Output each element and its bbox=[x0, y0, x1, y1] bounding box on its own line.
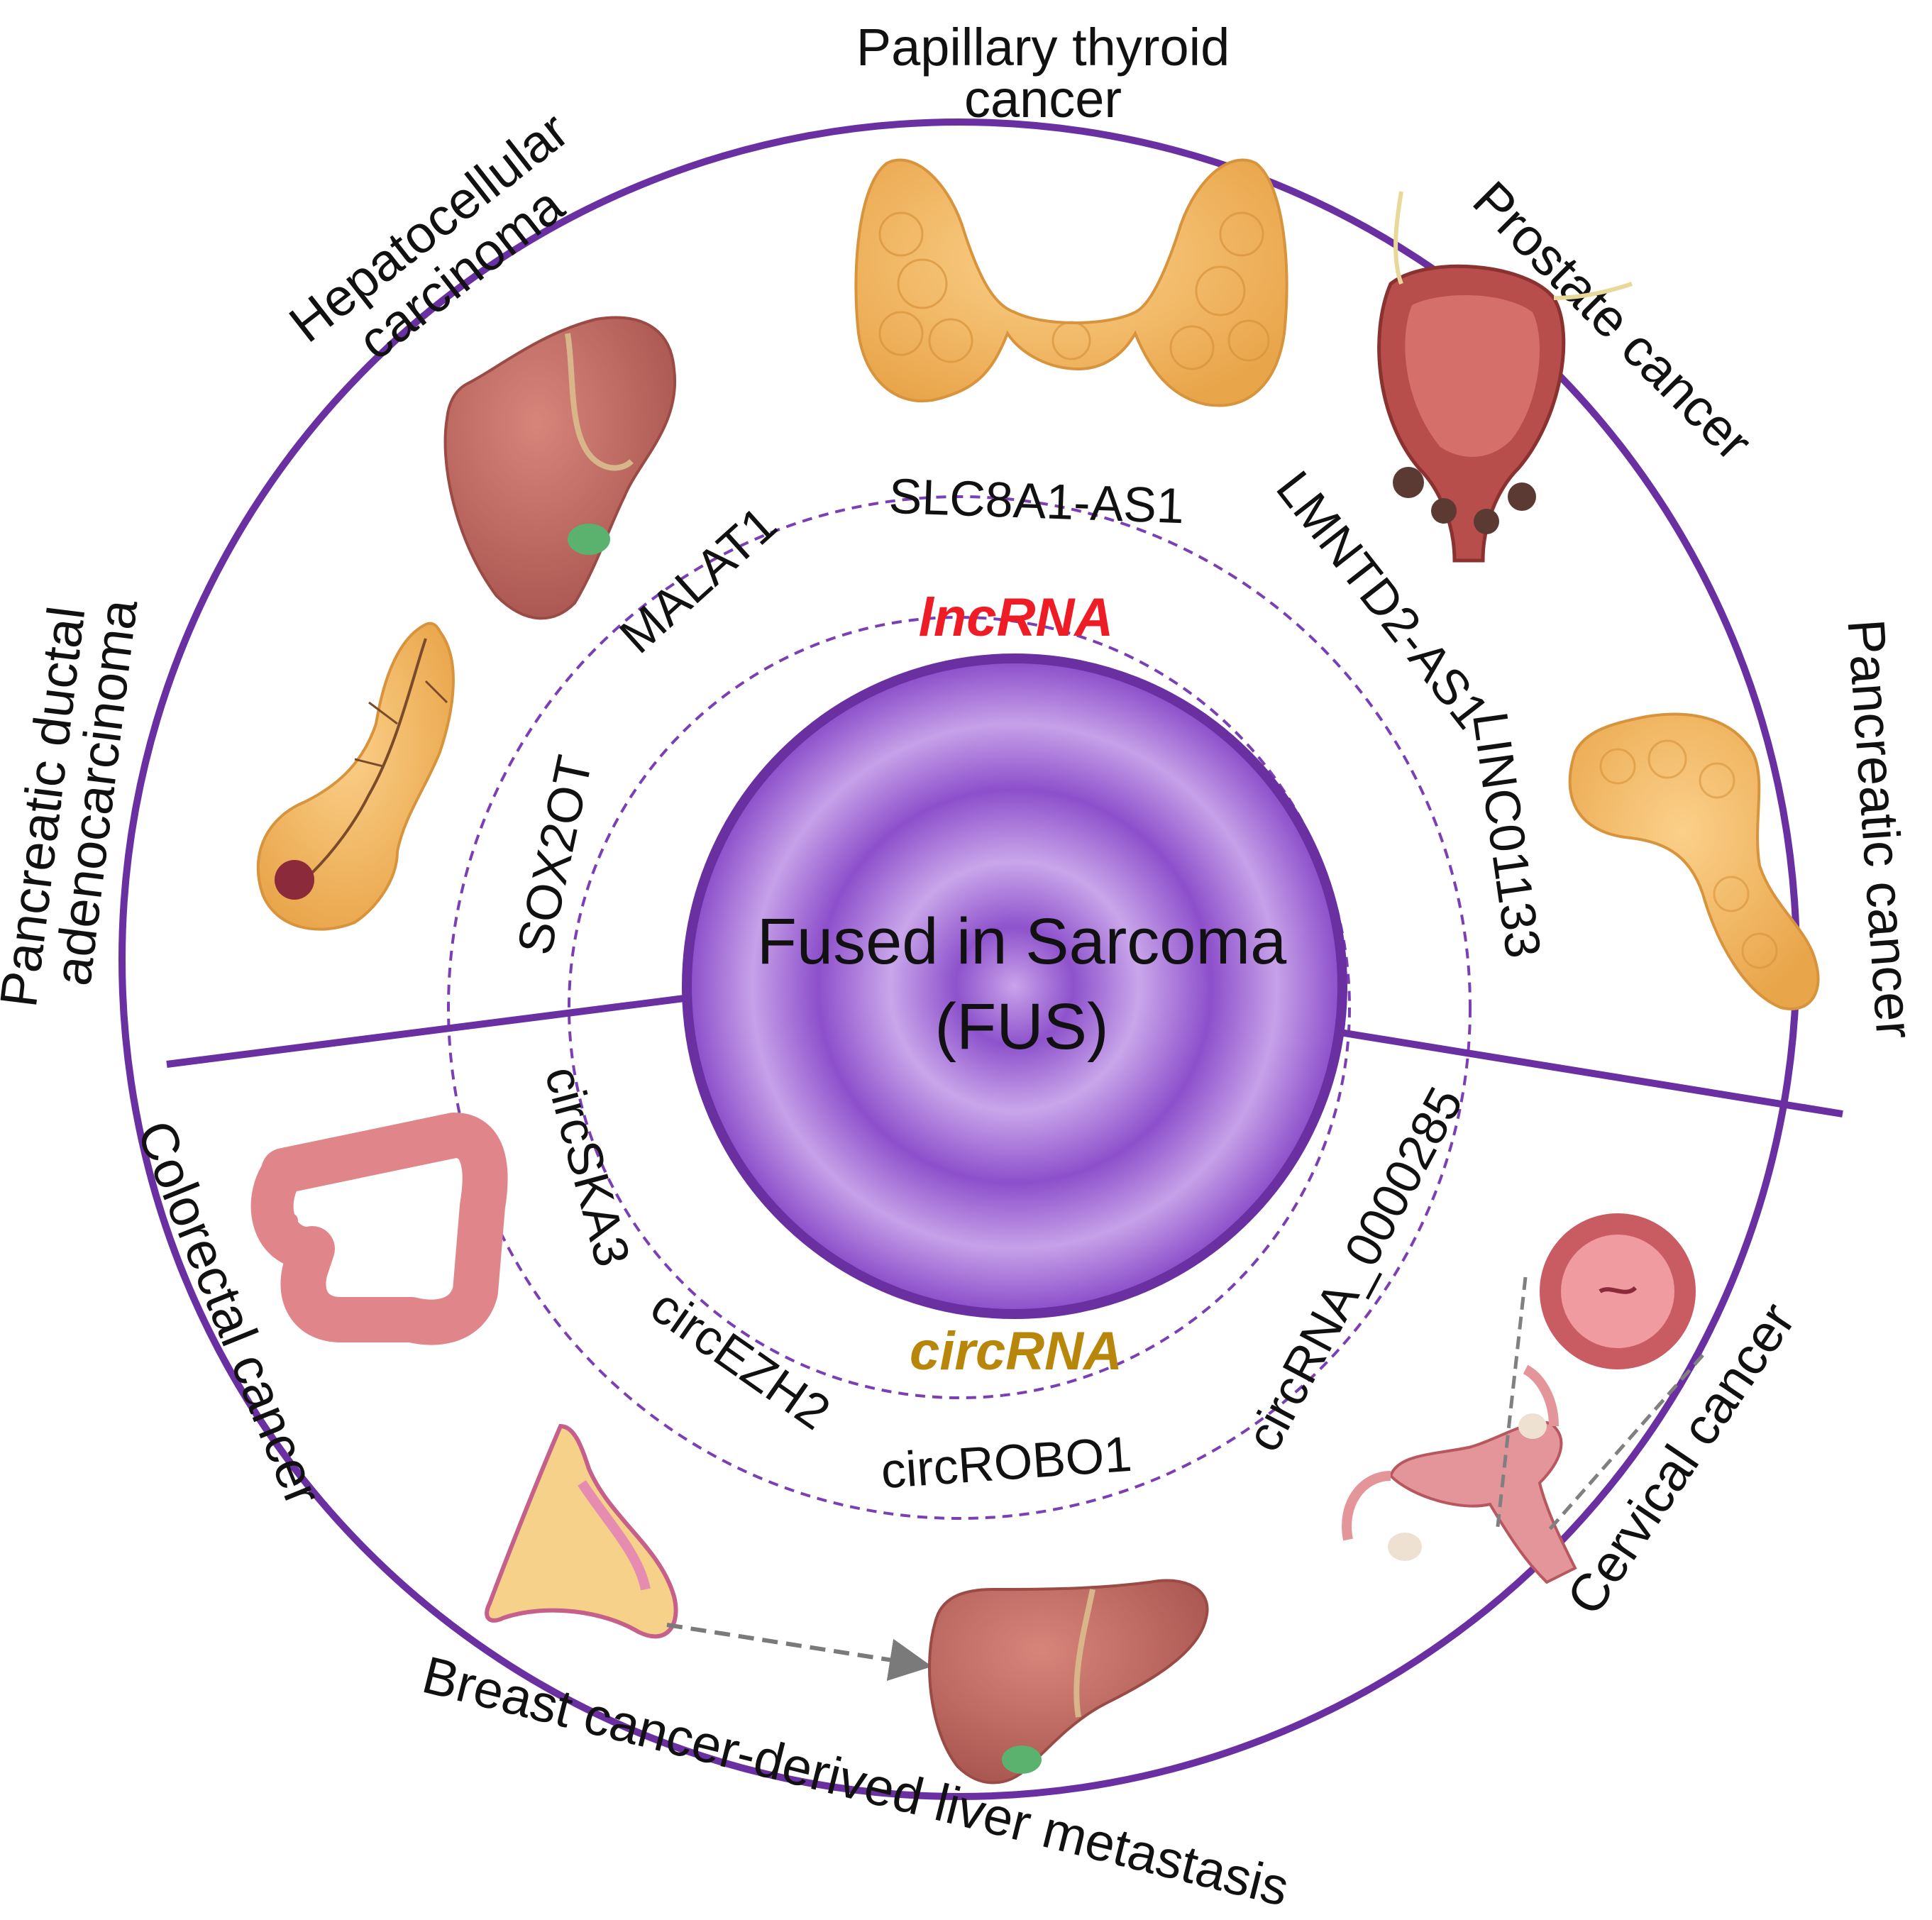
cancer-thyroid-line2: cancer bbox=[964, 70, 1122, 128]
outer-dashed-ring bbox=[447, 495, 1472, 1520]
breast-icon bbox=[485, 1423, 678, 1639]
cervix-icon bbox=[1495, 1213, 1704, 1534]
divider-right bbox=[1326, 1027, 1843, 1118]
colon-icon bbox=[250, 1113, 508, 1345]
category-circrna: circRNA bbox=[910, 1321, 1122, 1381]
rna-circrobo1: circROBO1 bbox=[879, 1426, 1134, 1499]
center-circle bbox=[682, 653, 1347, 1319]
inner-dashed-ring bbox=[568, 616, 1351, 1399]
liver-metastasis-icon bbox=[928, 1579, 1209, 1784]
pancreas-tumor-icon bbox=[256, 622, 455, 931]
rna-linc01133: LINC01133 bbox=[1462, 708, 1552, 961]
center-title-line2: (FUS) bbox=[934, 991, 1108, 1063]
prostate-icon bbox=[1377, 191, 1633, 563]
rna-circska3: circSKA3 bbox=[534, 1061, 641, 1272]
metastasis-arrow bbox=[666, 1623, 932, 1682]
divider-left bbox=[166, 993, 696, 1068]
center-title-line1: Fused in Sarcoma bbox=[757, 905, 1287, 978]
cancer-thyroid-line1: Papillary thyroid bbox=[856, 18, 1230, 77]
cancer-pancreatic: Pancreatic cancer bbox=[1836, 617, 1924, 1041]
rna-sox2ot: SOX2OT bbox=[507, 751, 602, 959]
rna-slc8a1-as1: SLC8A1-AS1 bbox=[888, 468, 1185, 534]
cancer-breast-liver: Breast cancer-derived liver metastasis bbox=[417, 1645, 1295, 1917]
pancreas-icon bbox=[1568, 712, 1820, 1010]
rna-circezh2: circEZH2 bbox=[641, 1278, 840, 1440]
thyroid-icon bbox=[854, 158, 1288, 407]
uterus-icon bbox=[1342, 1364, 1577, 1584]
rna-malat1: MALAT1 bbox=[609, 496, 788, 664]
liver-icon bbox=[443, 316, 677, 620]
category-lncrna: lncRNA bbox=[919, 587, 1113, 648]
